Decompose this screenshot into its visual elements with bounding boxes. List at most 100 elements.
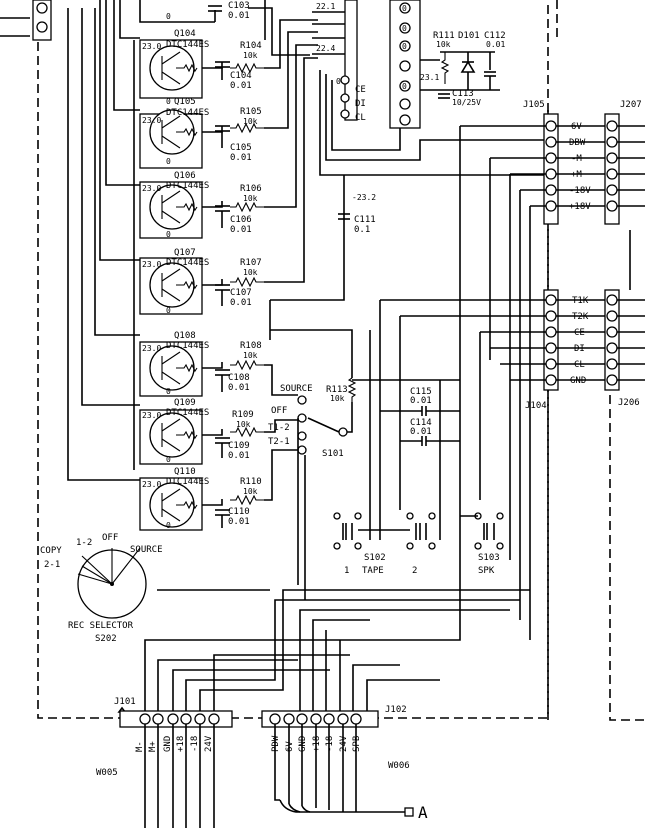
ic-pin-di: DI [355, 99, 366, 109]
r105-val: 10k [243, 117, 258, 126]
s102-sub-tape: TAPE [362, 566, 384, 576]
transistor-q109: Q109 DTC144ES 23.0 0 R109 10k C109 0.01 [139, 398, 298, 465]
q108-ref: Q108 [174, 331, 196, 341]
j101-pin-4: -18 [190, 736, 200, 752]
q104-ref: Q104 [174, 29, 196, 39]
q106-emitter: 0 [166, 230, 171, 239]
c109-ref: C109 [228, 441, 250, 451]
j102-pin-4: -18 [325, 736, 335, 752]
s102-sub-1: 1 [344, 566, 349, 576]
transistor-q110: Q110 DTC144ES 23.0 0 R110 10k C110 0.01 [139, 449, 298, 531]
r107-val: 10k [243, 268, 258, 277]
j206-ref: J206 [618, 398, 640, 408]
c103-label: C103 [228, 1, 250, 11]
r110-val: 10k [243, 487, 258, 496]
connector-j102: J102 PDW 6V GND +18 -18 24V SPB W006 A [261, 705, 428, 822]
c111-val: 0.1 [354, 225, 370, 235]
c107-ref: C107 [230, 288, 252, 298]
j105-pin-5: +18V [569, 202, 591, 212]
c108-val: 0.01 [228, 383, 250, 393]
w006-label: W006 [388, 761, 410, 771]
c103-value: 0.01 [228, 11, 250, 21]
r104-val: 10k [243, 51, 258, 60]
ic-area: 22.1 22.4 CE DI CL 0 0 0 0 0 [312, 0, 548, 176]
r106-val: 10k [243, 194, 258, 203]
v231-label: 23.1 [420, 73, 439, 82]
r106-ref: R106 [240, 184, 262, 194]
j105-pin-0: 6V [571, 122, 582, 132]
r111-d101-group: R111 10k D101 C112 0.01 23.1 C113 10/25V [420, 31, 506, 107]
q107-volt: 23.0 [142, 260, 161, 269]
d101-ref: D101 [458, 31, 480, 41]
rec-label-21: 2-1 [44, 560, 60, 570]
j104-pin-4: CL [574, 360, 585, 370]
c115-ref: C115 [410, 387, 432, 397]
bus-wires-left [67, 0, 140, 481]
q109-emitter: 0 [166, 455, 171, 464]
transistor-rows: Q104 DTC144ES 23.0 0 R104 10k C104 0.01 … [139, 19, 318, 531]
q107-ref: Q107 [174, 248, 196, 258]
ic-pin-3: 0 [402, 42, 407, 51]
c111-ref: C111 [354, 215, 376, 225]
switch-s103: S103 SPK [460, 512, 504, 576]
s101-ref: S101 [322, 449, 344, 459]
q105-part: DTC144ES [166, 108, 209, 118]
s103-ref: S103 [478, 553, 500, 563]
j104-pin-3: DI [574, 344, 585, 354]
q107-part: DTC144ES [166, 258, 209, 268]
j102-pin-0: PDW [271, 735, 281, 752]
switch-label-t12: T1-2 [268, 423, 290, 433]
j105-pin-1: DBW [569, 138, 586, 148]
rec-label-off: OFF [102, 533, 118, 543]
j101-ref: J101 [114, 697, 136, 707]
connector-j206: J206 [604, 230, 645, 408]
r109-ref: R109 [232, 410, 254, 420]
q106-ref: Q106 [174, 171, 196, 181]
q109-part: DTC144ES [166, 408, 209, 418]
r111-ref: R111 [433, 31, 455, 41]
c109-val: 0.01 [228, 451, 250, 461]
j102-pin-5: 24V [339, 735, 349, 752]
j104-ref: J104 [525, 401, 547, 411]
j101-pin-1: M+ [148, 741, 158, 752]
j104-pin-1: T2K [572, 312, 589, 322]
j104-pin-0: T1K [572, 296, 589, 306]
r113-ref: R113 [326, 385, 348, 395]
c108-ref: C108 [228, 373, 250, 383]
j104-pin-5: GND [570, 376, 586, 386]
ic-pin-1: 0 [402, 4, 407, 13]
r109-val: 10k [236, 420, 251, 429]
q103-emitter: 0 [166, 12, 171, 21]
q105-ref: Q105 [174, 97, 196, 107]
j102-pin-6: SPB [352, 736, 362, 752]
j105-pin-4: -18V [569, 186, 591, 196]
j101-pin-2: GND [163, 736, 173, 752]
rec-selector-title: REC SELECTOR [68, 621, 134, 631]
switch-label-source: SOURCE [280, 384, 313, 394]
w005-label: W005 [96, 768, 118, 778]
j207-ref: J207 [620, 100, 642, 110]
q107-emitter: 0 [166, 306, 171, 315]
rec-label-copy: COPY [40, 546, 62, 556]
c104-val: 0.01 [230, 81, 252, 91]
q109-ref: Q109 [174, 398, 196, 408]
j101-pin-5: 24V [204, 735, 214, 752]
q108-emitter: 0 [166, 387, 171, 396]
bottom-wiring [144, 560, 530, 716]
c105-val: 0.01 [230, 153, 252, 163]
c112-val: 0.01 [486, 40, 505, 49]
ic-pin-0: 0 [336, 77, 341, 86]
j101-pin-0: M- [135, 741, 145, 752]
r110-ref: R110 [240, 477, 262, 487]
q105-volt: 23.0 [142, 116, 161, 125]
r105-ref: R105 [240, 107, 262, 117]
c110-ref: C110 [228, 507, 250, 517]
transistor-q105: Q105 DTC144ES 23.0 0 R105 10k C105 0.01 [139, 31, 318, 169]
c113-ref: C113 [452, 89, 474, 99]
r111-val: 10k [436, 40, 451, 49]
j102-pin-3: +18 [312, 736, 322, 752]
q110-ref: Q110 [174, 467, 196, 477]
connector-j101: J101 M- M+ GND +18 -18 24V W005 [96, 697, 233, 828]
q104-part: DTC144ES [166, 40, 209, 50]
c111-group: -23.2 C111 0.1 [270, 175, 376, 301]
